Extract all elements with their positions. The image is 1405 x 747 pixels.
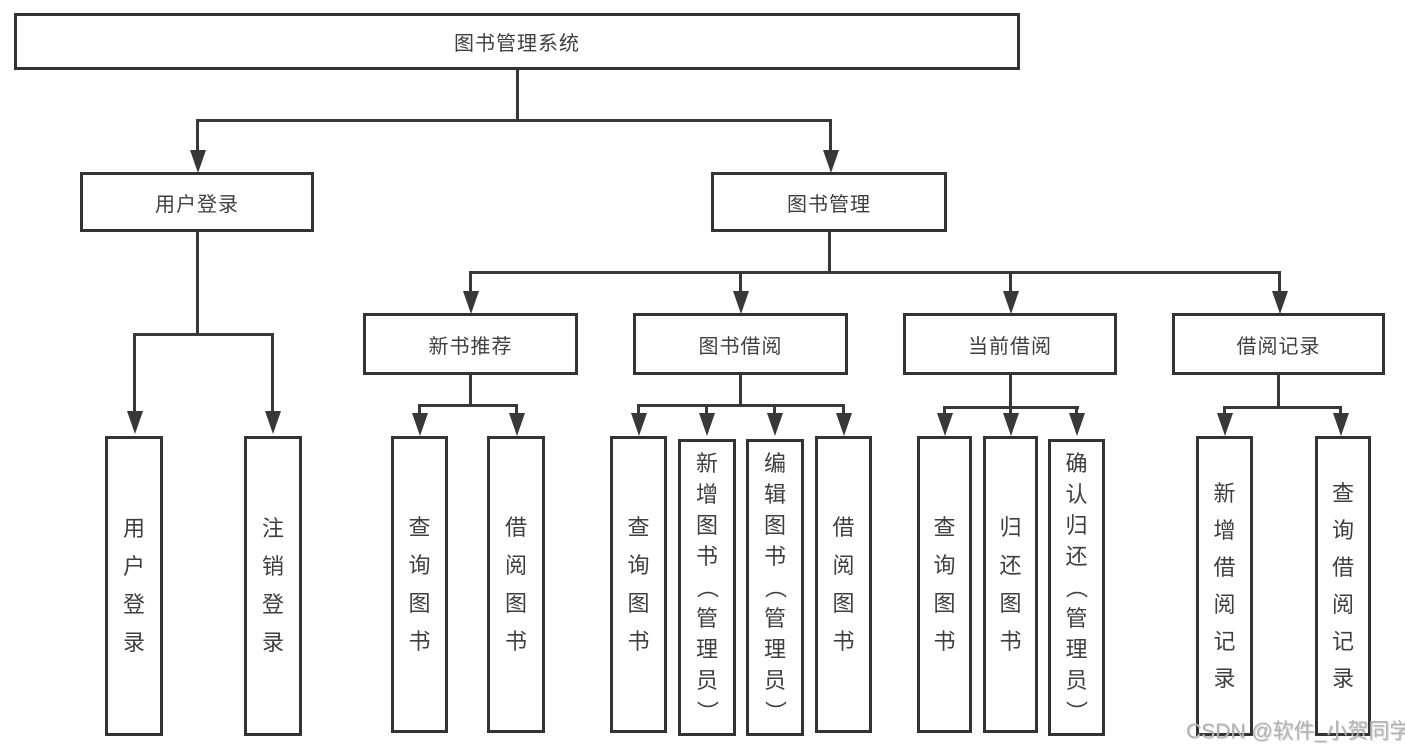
connector-line	[1223, 406, 1226, 414]
connector-line	[842, 404, 845, 414]
arrow-down-icon	[823, 150, 839, 173]
arrow-down-icon	[699, 413, 715, 436]
node-user-login-label: 用户登录	[155, 193, 239, 216]
leaf-label: 新增图书（管理员）	[694, 451, 720, 723]
leaf-add-borrow-record: 新增借阅记录	[1196, 436, 1253, 736]
arrow-down-icon	[412, 413, 428, 436]
arrow-down-icon	[509, 413, 525, 436]
leaf-user-login: 用户登录	[105, 436, 163, 736]
leaf-logout: 注销登录	[244, 436, 302, 736]
leaf-label: 查询图书	[933, 514, 956, 654]
arrow-down-icon	[1069, 413, 1085, 436]
node-new-book-recommend-label: 新书推荐	[428, 335, 513, 358]
node-book-management-label: 图书管理	[787, 193, 871, 216]
connector-line	[828, 232, 831, 274]
connector-line	[1339, 406, 1342, 414]
connector-line	[637, 404, 640, 414]
arrow-down-icon	[1333, 413, 1349, 436]
node-book-management: 图书管理	[711, 172, 947, 232]
connector-line	[739, 375, 742, 406]
connector-line	[829, 119, 832, 152]
node-borrow-records-label: 借阅记录	[1236, 335, 1321, 358]
leaf-logout-label: 注销登录	[261, 516, 284, 655]
connector-line	[637, 404, 845, 407]
leaf-label: 新增借阅记录	[1213, 481, 1236, 691]
connector-line	[1009, 271, 1012, 293]
leaf-label: 查询借阅记录	[1331, 481, 1354, 691]
arrow-down-icon	[1217, 413, 1233, 436]
connector-line	[469, 375, 472, 406]
connector-line	[196, 119, 832, 122]
leaf-add-book-admin: 新增图书（管理员）	[678, 439, 736, 736]
arrow-down-icon	[1003, 413, 1019, 436]
node-borrow-records: 借阅记录	[1172, 313, 1385, 375]
leaf-query-borrow-record: 查询借阅记录	[1315, 436, 1371, 736]
leaf-label: 编辑图书（管理员）	[762, 451, 788, 723]
connector-line	[1278, 271, 1281, 293]
connector-line	[1277, 375, 1280, 408]
connector-line	[1009, 406, 1012, 414]
connector-line	[739, 271, 742, 293]
connector-line	[515, 404, 518, 414]
connector-line	[271, 333, 274, 411]
leaf-label: 查询图书	[627, 514, 650, 654]
leaf-borrow-books-1: 借阅图书	[487, 436, 545, 733]
arrow-down-icon	[631, 413, 647, 436]
leaf-user-login-label: 用户登录	[122, 516, 145, 655]
connector-line	[516, 70, 519, 122]
connector-line	[469, 271, 472, 293]
node-current-borrow-label: 当前借阅	[968, 335, 1052, 358]
leaf-query-books-3: 查询图书	[917, 436, 972, 733]
connector-line	[943, 406, 946, 414]
leaf-query-books-2: 查询图书	[610, 436, 667, 733]
arrow-down-icon	[937, 413, 953, 436]
arrow-down-icon	[767, 413, 783, 436]
arrow-down-icon	[733, 291, 749, 314]
leaf-label: 归还图书	[999, 514, 1022, 654]
leaf-label: 查询图书	[408, 514, 431, 654]
connector-line	[418, 404, 421, 414]
leaf-return-books: 归还图书	[983, 436, 1038, 733]
connector-line	[773, 404, 776, 414]
node-current-borrow: 当前借阅	[903, 313, 1117, 375]
node-new-book-recommend: 新书推荐	[363, 313, 578, 375]
arrow-down-icon	[1003, 291, 1019, 314]
connector-line	[196, 119, 199, 152]
node-user-login: 用户登录	[80, 172, 314, 232]
leaf-edit-book-admin: 编辑图书（管理员）	[746, 439, 804, 736]
arrow-down-icon	[1272, 291, 1288, 314]
leaf-label: 借阅图书	[504, 514, 527, 654]
arrow-down-icon	[190, 150, 206, 173]
arrow-down-icon	[836, 413, 852, 436]
connector-line	[1223, 406, 1342, 409]
node-book-borrow: 图书借阅	[633, 313, 848, 375]
arrow-down-icon	[463, 291, 479, 314]
connector-line	[133, 333, 136, 411]
connector-line	[705, 404, 708, 414]
leaf-label: 借阅图书	[832, 514, 855, 654]
connector-line	[418, 404, 518, 407]
connector-line	[469, 271, 1281, 274]
root-node-library-system: 图书管理系统	[14, 13, 1020, 70]
arrow-down-icon	[265, 411, 281, 434]
root-node-label: 图书管理系统	[454, 33, 580, 55]
connector-line	[196, 232, 199, 336]
leaf-query-books-1: 查询图书	[391, 436, 448, 733]
connector-line	[1075, 406, 1078, 414]
arrow-down-icon	[127, 411, 143, 434]
csdn-watermark: CSDN @软件_小贺同学	[1186, 720, 1405, 743]
leaf-confirm-return-admin: 确认归还（管理员）	[1048, 439, 1105, 736]
leaf-label: 确认归还（管理员）	[1063, 451, 1089, 723]
leaf-borrow-books-2: 借阅图书	[815, 436, 872, 733]
connector-line	[133, 333, 274, 336]
node-book-borrow-label: 图书借阅	[698, 335, 783, 358]
connector-line	[1009, 375, 1012, 408]
